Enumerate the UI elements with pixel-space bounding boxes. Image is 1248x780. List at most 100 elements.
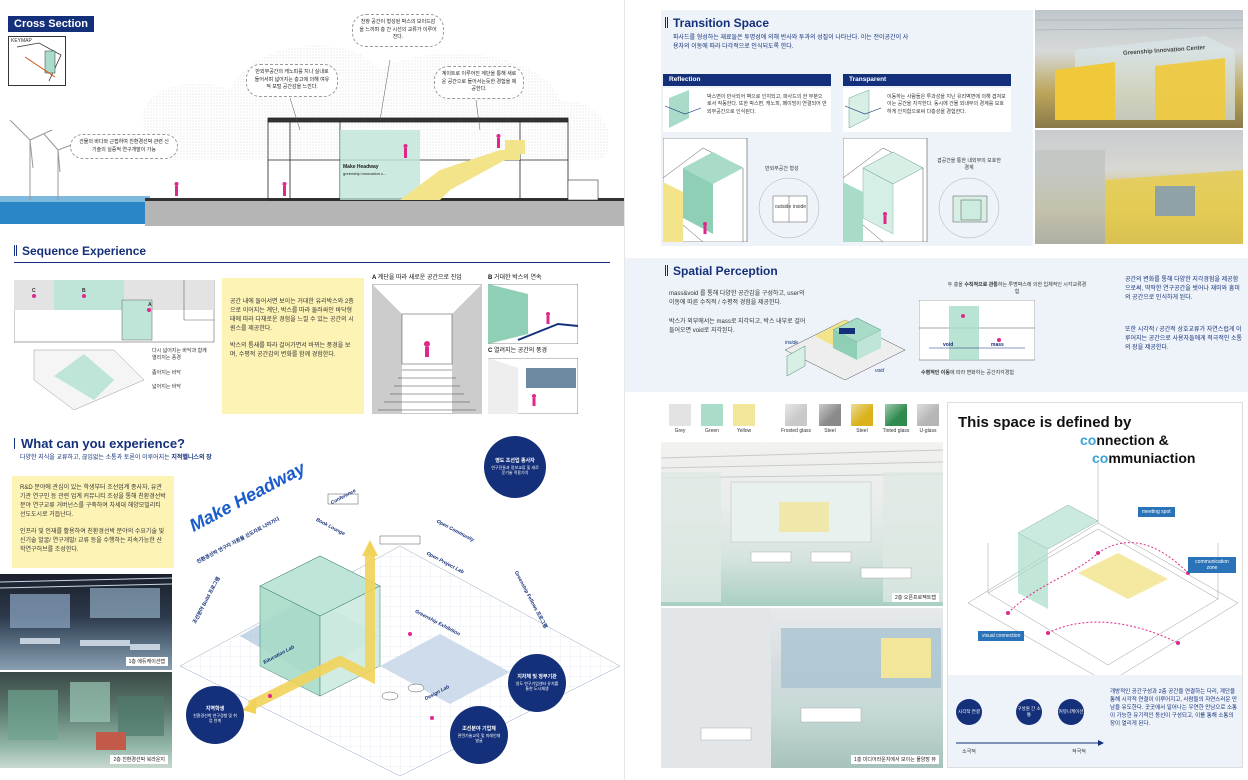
label-inside-perception: inside bbox=[785, 340, 799, 346]
panel-c-letter: C bbox=[488, 348, 493, 354]
keymap-label: KEYMAP bbox=[11, 38, 32, 44]
entrance-render-1 bbox=[1035, 19, 1243, 120]
connection-heading-3-prefix: co bbox=[1092, 450, 1109, 466]
photo-book-lounge-caption: 2층 친환경선박 북라운지 bbox=[110, 755, 168, 764]
tag-companies: 조선분야 기업체 관련기술교육 및 미래인재발굴 bbox=[450, 706, 508, 764]
transparent-card: 이동하는 사람들은 투과성을 지닌 유리벽면에 의해 겹쳐보이는 공간을 지각한… bbox=[843, 88, 1011, 132]
perception-desc-2: 박스가 외부에서는 mass로 지각되고, 박스 내부로 걸어들어오면 void… bbox=[669, 319, 806, 334]
what-subtitle-plain: 다양한 지식을 교류하고, 끊임없는 소통과 토론이 이루어지는 bbox=[20, 455, 172, 461]
connection-heading-2-rest: nnection & bbox=[1096, 432, 1169, 448]
perception-right-desc-1: 공간의 변화를 통해 다양한 지각경험을 제공함으로써, 딱딱한 연구공간을 벗… bbox=[1125, 277, 1240, 301]
open-project-lab-render bbox=[661, 449, 943, 602]
reflection-diagram bbox=[663, 138, 820, 242]
sequence-note-2: 좁아지는 바닥 bbox=[152, 370, 181, 376]
connection-heading-3: communiaction bbox=[1092, 450, 1195, 466]
material-swatch-label: Yellow bbox=[736, 428, 752, 434]
material-swatch-label: Steel bbox=[856, 428, 868, 434]
label-outside: outside bbox=[775, 204, 792, 210]
sequence-letter-a: A bbox=[148, 302, 152, 308]
label-void-perception: void bbox=[875, 368, 885, 374]
connection-heading-1: This space is defined by bbox=[958, 414, 1132, 431]
label-vertical-bold: 수직적으로 관통 bbox=[964, 282, 998, 288]
panel-a-stair-view bbox=[372, 284, 482, 414]
pill-visual-link: 시각적 연결 bbox=[956, 699, 982, 725]
material-swatch-label: Tinted glass bbox=[882, 428, 910, 434]
material-swatch-label: Grey bbox=[674, 428, 686, 434]
reflection-header: Reflection bbox=[663, 74, 831, 86]
building-sign-sub: greenship innovation c... bbox=[343, 171, 387, 177]
perception-title-bar bbox=[665, 265, 668, 276]
connection-heading-2: connection & bbox=[1080, 432, 1169, 448]
tag-local-students-title: 지역학생 bbox=[205, 706, 225, 713]
transition-title: Transition Space bbox=[665, 16, 769, 30]
material-swatch bbox=[885, 404, 907, 426]
tag-local-students-sub: 친환경선박 연구경험 및 취업 연계 bbox=[193, 712, 237, 724]
transparent-desc: 이동하는 사람들은 투과성을 지닌 유리벽면에 의해 겹쳐보이는 공간을 지각한… bbox=[887, 94, 1006, 115]
axis-passive: 소극적 bbox=[962, 749, 976, 755]
sequence-desc-1: 공간 내에 들어서면 보이는 거대한 유리박스와 2층으로 이어지는 계단, 박… bbox=[230, 299, 354, 332]
panel-a-letter: A bbox=[372, 275, 377, 281]
what-subtitle-bold: 지적헬니스의 장 bbox=[171, 455, 212, 461]
reflection-title: Reflection bbox=[669, 76, 701, 83]
sequence-desc-2: 박스의 틈새를 따라 걸어가면서 바뀌는 풍경을 보며, 수평적 공간감의 변화… bbox=[230, 343, 351, 358]
panel-c-view bbox=[488, 358, 578, 414]
sequence-note-3: 넓어지는 바닥 bbox=[152, 384, 181, 390]
photo-media-lounge-caption: 1층 미디어라운지에서 보이는 물양장 뷰 bbox=[851, 755, 939, 764]
entrance-render-2 bbox=[1035, 150, 1243, 244]
book-lounge-render bbox=[8, 682, 164, 750]
tag-shipbuilding-workers-title: 영도 조선업 종사자 bbox=[495, 458, 535, 465]
photo-media-lounge: 1층 미디어라운지에서 보이는 물양장 뷰 bbox=[661, 608, 943, 768]
label-mass: mass bbox=[991, 342, 1004, 348]
cloud-note-4: 건물의 바다와 근접하여 친환경선박 관련 신기술의 실증적 연구개발이 가능 bbox=[70, 134, 178, 159]
tag-companies-sub: 관련기술교육 및 미래인재발굴 bbox=[457, 732, 501, 744]
what-title: What can you experience? bbox=[14, 436, 185, 451]
material-swatch-label: Green bbox=[705, 428, 719, 434]
sequence-letter-c: C bbox=[32, 288, 36, 294]
panel-a-caption: A 계단을 따라 새로운 공간으로 진입 bbox=[372, 274, 462, 283]
photo-book-lounge: 2층 친환경선박 북라운지 bbox=[0, 672, 172, 768]
education-lab-render bbox=[0, 577, 172, 650]
material-swatch-label: Frosted glass bbox=[781, 428, 812, 434]
what-title-text: What can you experience? bbox=[21, 436, 185, 451]
tag-shipbuilding-workers: 영도 조선업 종사자 연구진들과 정보교류 및 새로운기술 적용가치 bbox=[484, 436, 546, 498]
panel-b-box-view bbox=[488, 284, 578, 344]
material-swatch bbox=[733, 404, 755, 426]
tag-communication-zone: communication zone bbox=[1188, 557, 1236, 573]
reflection-card: 박스면이 반사되어 벽으로 인지되고, 파사드의 한 부분으로서 작동한다. 또… bbox=[663, 88, 831, 132]
building-sign-text: Make Headway bbox=[343, 164, 379, 170]
cross-section-title: Cross Section bbox=[8, 16, 94, 32]
make-headway-diagram bbox=[180, 493, 620, 776]
material-swatch bbox=[819, 404, 841, 426]
panel-c-text: 열려지는 공간의 풍경 bbox=[494, 348, 548, 354]
sequence-description-box: 공간 내에 들어서면 보이는 거대한 유리박스와 2층으로 이어지는 계단, 박… bbox=[222, 278, 364, 414]
cloud-note-2: 반외부공간의 캐노피를 지나 실내로 들어서며 넓어지는 층고에 의해 여유적 … bbox=[246, 64, 338, 97]
perception-desc-1: mass&void 를 통해 다양한 공간감을 구성하고, user의 이동에 … bbox=[669, 291, 805, 306]
connection-panel: This space is defined by connection & co… bbox=[947, 402, 1243, 768]
cloud-note-1: 천창 공간이 형성된 박스의 보이드감을 느끼며 층 간 시선의 교류가 이루어… bbox=[352, 14, 444, 47]
connection-pill-row: 시각적 연결 구성원 간 소통 커뮤니케이션 bbox=[956, 699, 1084, 725]
label-vertical-rest: 하는 투명박스에 의한 입체적인 시각교류경험 bbox=[997, 282, 1087, 296]
transparent-icon bbox=[844, 89, 882, 129]
pill-communication: 커뮤니케이션 bbox=[1058, 699, 1084, 725]
panel-b-letter: B bbox=[488, 275, 493, 281]
mass-void-diagram bbox=[785, 317, 905, 380]
tag-visual-connection: visual connection bbox=[978, 631, 1025, 641]
label-overlap: 겹공간을 통한 내외부의 모호한 경계 bbox=[937, 158, 1001, 172]
tag-companies-title: 조선분야 기업체 bbox=[462, 726, 496, 733]
perception-title-text: Spatial Perception bbox=[673, 264, 778, 278]
panel-b-text: 거대한 박스의 연속 bbox=[494, 275, 542, 281]
tag-local-students: 지역학생 친환경선박 연구경험 및 취업 연계 bbox=[186, 686, 244, 744]
sequence-title-bar bbox=[14, 245, 17, 256]
transition-desc: 파사드를 형성하는 재료들은 투명성에 의해 반사와 투과의 성질이 나타난다.… bbox=[673, 35, 909, 50]
sequence-plan-diagram bbox=[14, 280, 215, 410]
photo-entrance-1: Greenship Innovation Center bbox=[1035, 10, 1243, 128]
perception-right-desc-2: 또한 시각적 / 공간적 상호교류가 자연스럽게 이루어지는 공간으로 사용자들… bbox=[1125, 327, 1243, 351]
reflection-icon bbox=[664, 90, 702, 128]
material-swatch-label: U-glass bbox=[919, 428, 937, 434]
reflection-desc: 박스면이 반사되어 벽으로 인지되고, 파사드의 한 부분으로서 작동한다. 또… bbox=[707, 94, 827, 115]
photo-education-lab: 1층 에듀케이션랩 bbox=[0, 574, 172, 670]
building-sign: Make Headway greenship innovation c... bbox=[343, 164, 386, 177]
photo-education-caption: 1층 에듀케이션랩 bbox=[125, 657, 168, 666]
tag-government-sub: 영도 연구기업센터 유치를 통한 도시재생 bbox=[515, 680, 559, 692]
